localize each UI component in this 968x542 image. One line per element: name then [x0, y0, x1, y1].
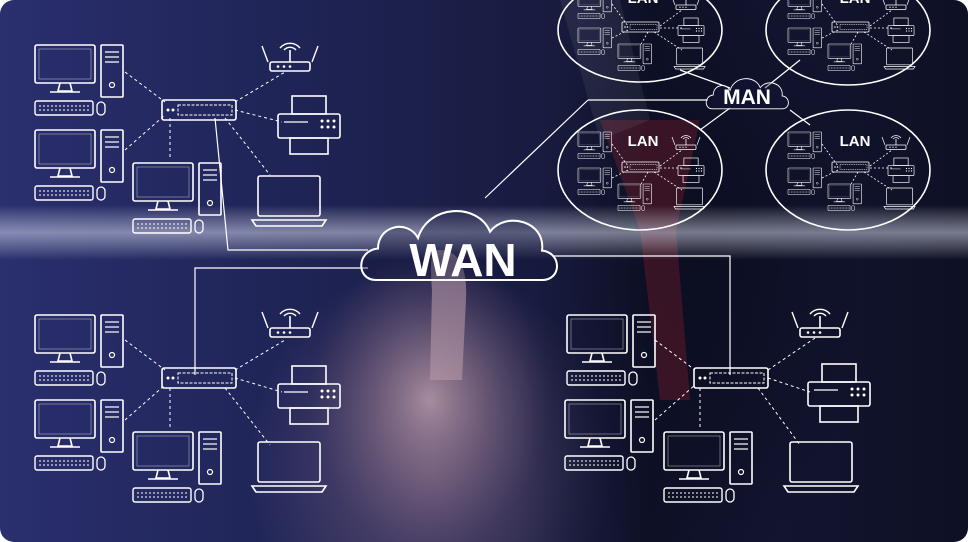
desktop-icon	[34, 399, 124, 471]
lan-group-top-right: LAN	[765, 0, 931, 86]
lan-group-top-left: LAN	[557, 0, 723, 83]
local-network-top-left	[34, 42, 341, 234]
wan-cloud: WAN	[360, 210, 559, 286]
local-network-bottom-right	[564, 308, 871, 503]
network-switch-icon	[161, 367, 237, 389]
lan-group-middle-right: LAN	[765, 109, 931, 231]
wifi-router-icon	[261, 42, 319, 72]
wan-label: WAN	[409, 234, 516, 286]
lan-label: LAN	[628, 0, 659, 7]
desktop-icon	[132, 431, 222, 503]
laptop-icon	[783, 441, 859, 493]
laptop-icon	[251, 441, 327, 493]
printer-icon	[277, 95, 341, 155]
lan-label: LAN	[628, 133, 659, 150]
wifi-router-icon	[791, 308, 849, 338]
desktop-icon	[34, 314, 124, 386]
wifi-router-icon	[261, 308, 319, 338]
man-label: MAN	[723, 86, 771, 109]
lan-label: LAN	[840, 133, 871, 150]
man-cloud: MAN	[705, 78, 789, 110]
wan-links	[194, 59, 811, 375]
network-switch-icon	[161, 99, 237, 121]
lan-group-middle-left: LAN	[557, 109, 723, 231]
desktop-icon	[34, 129, 124, 201]
pointing-hand-icon	[310, 250, 550, 542]
lan-label: LAN	[840, 0, 871, 7]
printer-icon	[807, 363, 871, 423]
local-network-bottom-left	[34, 308, 341, 503]
desktop-icon	[34, 44, 124, 116]
